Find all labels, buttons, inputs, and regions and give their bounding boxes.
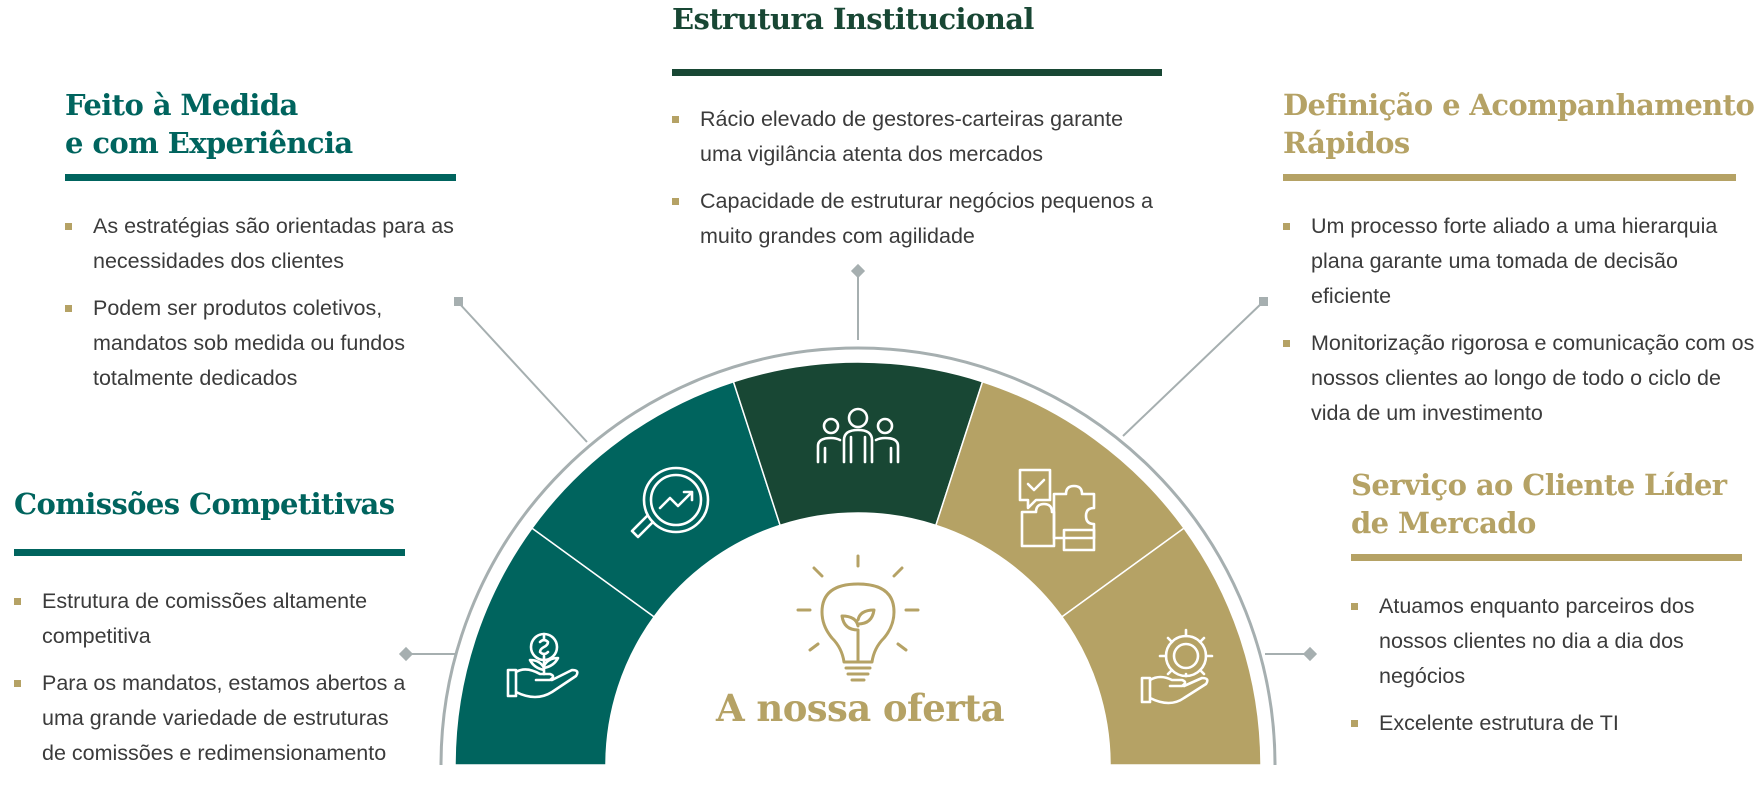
section-definicao: Definição e Acompanhamento Rápidos Um pr… <box>1283 86 1759 443</box>
outer-arc <box>439 346 1277 766</box>
section-estrutura: Estrutura Institucional Rácio elevado de… <box>672 0 1162 266</box>
section-comissoes-rule <box>14 549 405 556</box>
section-feito-bullets: As estratégias são orientadas para as ne… <box>65 209 485 396</box>
puzzle-icon <box>1018 468 1096 552</box>
hand-money-plant-icon <box>506 632 579 699</box>
section-servico: Serviço ao Cliente Líder de Mercado Atua… <box>1351 466 1756 753</box>
endpoint-comissoes <box>398 646 414 662</box>
bullet-item: As estratégias são orientadas para as ne… <box>65 209 485 279</box>
segment-icons <box>506 407 1214 705</box>
section-definicao-bullets: Um processo forte aliado a uma hierarqui… <box>1283 209 1759 431</box>
section-estrutura-title: Estrutura Institucional <box>672 0 1162 38</box>
section-estrutura-bullets: Rácio elevado de gestores-carteiras gara… <box>672 102 1162 254</box>
connector-feito <box>457 301 588 443</box>
connectors <box>406 272 1310 655</box>
endpoint-feito <box>454 297 463 306</box>
bullet-item: Monitorização rigorosa e comunicação com… <box>1283 326 1759 431</box>
endpoint-definicao <box>1259 297 1268 306</box>
section-servico-bullets: Atuamos enquanto parceiros dos nossos cl… <box>1351 589 1756 741</box>
section-comissoes-title: Comissões Competitivas <box>14 485 424 523</box>
magnifier-growth-icon <box>630 466 710 539</box>
hand-gear-icon <box>1140 628 1214 705</box>
title-line: Serviço ao Cliente Líder <box>1351 468 1727 502</box>
lightbulb-plant-icon <box>796 554 920 682</box>
endpoint-estrutura <box>850 263 866 279</box>
bullet-item: Excelente estrutura de TI <box>1351 706 1756 741</box>
section-feito: Feito à Medida e com Experiência As estr… <box>65 86 485 408</box>
section-comissoes: Comissões Competitivas Estrutura de comi… <box>14 485 424 783</box>
section-feito-rule <box>65 174 456 181</box>
title-line: e com Experiência <box>65 126 353 160</box>
title-line: de Mercado <box>1351 506 1536 540</box>
segment-servico <box>1060 527 1262 766</box>
section-estrutura-rule <box>672 69 1162 76</box>
section-definicao-rule <box>1283 174 1736 181</box>
bullet-item: Atuamos enquanto parceiros dos nossos cl… <box>1351 589 1759 694</box>
title-line: Estrutura Institucional <box>672 2 1034 36</box>
bullet-item: Rácio elevado de gestores-carteiras gara… <box>672 102 1162 172</box>
arc-segments <box>454 361 1262 766</box>
title-line: Feito à Medida <box>65 88 298 122</box>
section-comissoes-bullets: Estrutura de comissões altamente competi… <box>14 584 414 771</box>
team-icon <box>816 407 900 464</box>
bullet-item: Capacidade de estruturar negócios pequen… <box>672 184 1162 254</box>
endpoint-servico <box>1302 646 1318 662</box>
bullet-item: Para os mandatos, estamos abertos a uma … <box>14 666 412 771</box>
connector-endpoints <box>398 263 1318 662</box>
section-definicao-title: Definição e Acompanhamento Rápidos <box>1283 86 1759 162</box>
title-line: Rápidos <box>1283 126 1410 160</box>
center-title: A nossa oferta <box>716 686 1005 730</box>
section-feito-title: Feito à Medida e com Experiência <box>65 86 485 162</box>
bullet-item: Podem ser produtos coletivos, mandatos s… <box>65 291 433 396</box>
connector-definicao <box>1122 301 1264 437</box>
bullet-item: Estrutura de comissões altamente competi… <box>14 584 372 654</box>
title-line: Comissões Competitivas <box>14 487 395 521</box>
section-servico-title: Serviço ao Cliente Líder de Mercado <box>1351 466 1756 542</box>
section-servico-rule <box>1351 554 1742 561</box>
bullet-item: Um processo forte aliado a uma hierarqui… <box>1283 209 1741 314</box>
title-line: Definição e Acompanhamento <box>1283 88 1755 122</box>
